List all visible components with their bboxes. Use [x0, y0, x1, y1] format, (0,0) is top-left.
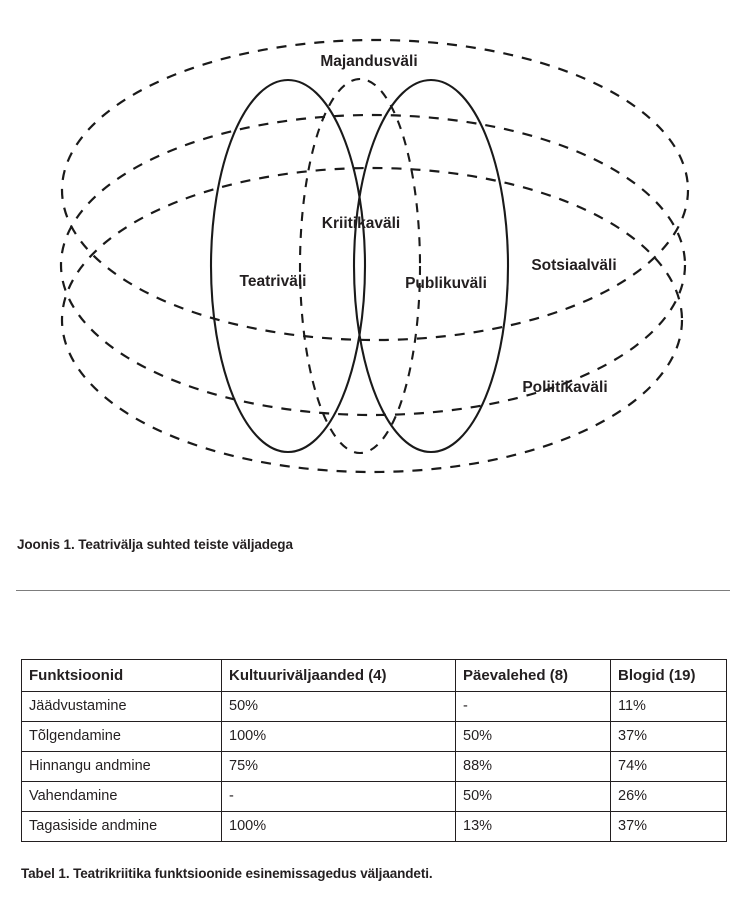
table-cell: 11%	[610, 691, 727, 722]
table-row: Tagasiside andmine 100% 13% 37%	[21, 811, 727, 842]
table-cell: 13%	[455, 811, 611, 842]
venn-diagram-svg: Majandusväli Kriitikaväli Teatriväli Pub…	[59, 38, 690, 474]
table-row: Tõlgendamine 100% 50% 37%	[21, 721, 727, 752]
horizontal-divider	[16, 590, 730, 591]
ellipse-teatrivali	[209, 78, 367, 454]
table-cell: 37%	[610, 721, 727, 752]
table-header-cell: Blogid (19)	[610, 659, 727, 692]
table-cell: 37%	[610, 811, 727, 842]
label-sotsiaalvali: Sotsiaalväli	[531, 257, 616, 274]
table-cell: Vahendamine	[21, 781, 222, 812]
table-header-row: Funktsioonid Kultuuriväljaanded (4) Päev…	[21, 659, 727, 692]
table-row: Hinnangu andmine 75% 88% 74%	[21, 751, 727, 782]
table-cell: 50%	[455, 721, 611, 752]
table-row: Vahendamine - 50% 26%	[21, 781, 727, 812]
table-header-cell: Funktsioonid	[21, 659, 222, 692]
functions-frequency-table: Funktsioonid Kultuuriväljaanded (4) Päev…	[21, 659, 727, 842]
table-cell: 100%	[221, 811, 456, 842]
table-cell: 50%	[455, 781, 611, 812]
ellipse-kriitikavali	[298, 77, 422, 455]
table-cell: -	[221, 781, 456, 812]
label-teatrivali: Teatriväli	[240, 273, 307, 290]
table-header-cell: Päevalehed (8)	[455, 659, 611, 692]
table-cell: 75%	[221, 751, 456, 782]
table-cell: 26%	[610, 781, 727, 812]
table-cell: Hinnangu andmine	[21, 751, 222, 782]
label-poliitikavali: Poliitikaväli	[522, 379, 607, 396]
table-caption: Tabel 1. Teatrikriitika funktsioonide es…	[21, 866, 433, 881]
venn-diagram-figure: Majandusväli Kriitikaväli Teatriväli Pub…	[59, 38, 690, 474]
table-cell: Tagasiside andmine	[21, 811, 222, 842]
table-cell: 100%	[221, 721, 456, 752]
label-majandusvali: Majandusväli	[320, 53, 417, 70]
table-cell: 74%	[610, 751, 727, 782]
figure-caption: Joonis 1. Teatrivälja suhted teiste välj…	[17, 537, 293, 552]
table-cell: -	[455, 691, 611, 722]
table-cell: 50%	[221, 691, 456, 722]
ellipse-publikuvali	[352, 78, 510, 454]
table-row: Jäädvustamine 50% - 11%	[21, 691, 727, 722]
ellipse-poliitikavali	[60, 166, 684, 474]
table-header-cell: Kultuuriväljaanded (4)	[221, 659, 456, 692]
ellipse-majandusvali	[60, 38, 690, 342]
table-cell: Tõlgendamine	[21, 721, 222, 752]
table-cell: 88%	[455, 751, 611, 782]
table-cell: Jäädvustamine	[21, 691, 222, 722]
label-kriitikavali: Kriitikaväli	[322, 215, 400, 232]
label-publikuvali: Publikuväli	[405, 275, 487, 292]
ellipse-sotsiaalvali	[59, 113, 687, 417]
